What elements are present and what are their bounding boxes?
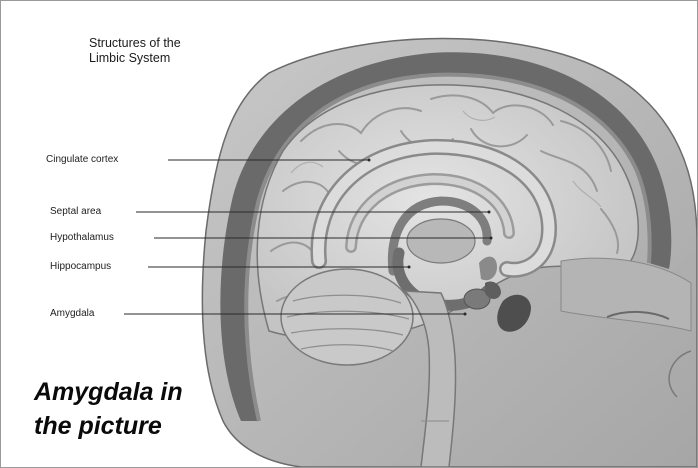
label-cingulate-cortex: Cingulate cortex [46, 154, 118, 165]
label-hippocampus: Hippocampus [50, 261, 111, 272]
caption-line-1: Amygdala in [34, 375, 183, 409]
diagram-title-line-1: Structures of the [89, 36, 259, 51]
diagram-title: Structures of the Limbic System [89, 36, 259, 66]
diagram-title-line-2: Limbic System [89, 51, 259, 66]
label-hypothalamus: Hypothalamus [50, 232, 114, 243]
cerebellum [281, 269, 413, 365]
caption-line-2: the picture [34, 409, 183, 443]
caption: Amygdala in the picture [34, 375, 183, 443]
label-amygdala: Amygdala [50, 308, 94, 319]
thalamus [407, 219, 475, 263]
label-septal-area: Septal area [50, 206, 101, 217]
